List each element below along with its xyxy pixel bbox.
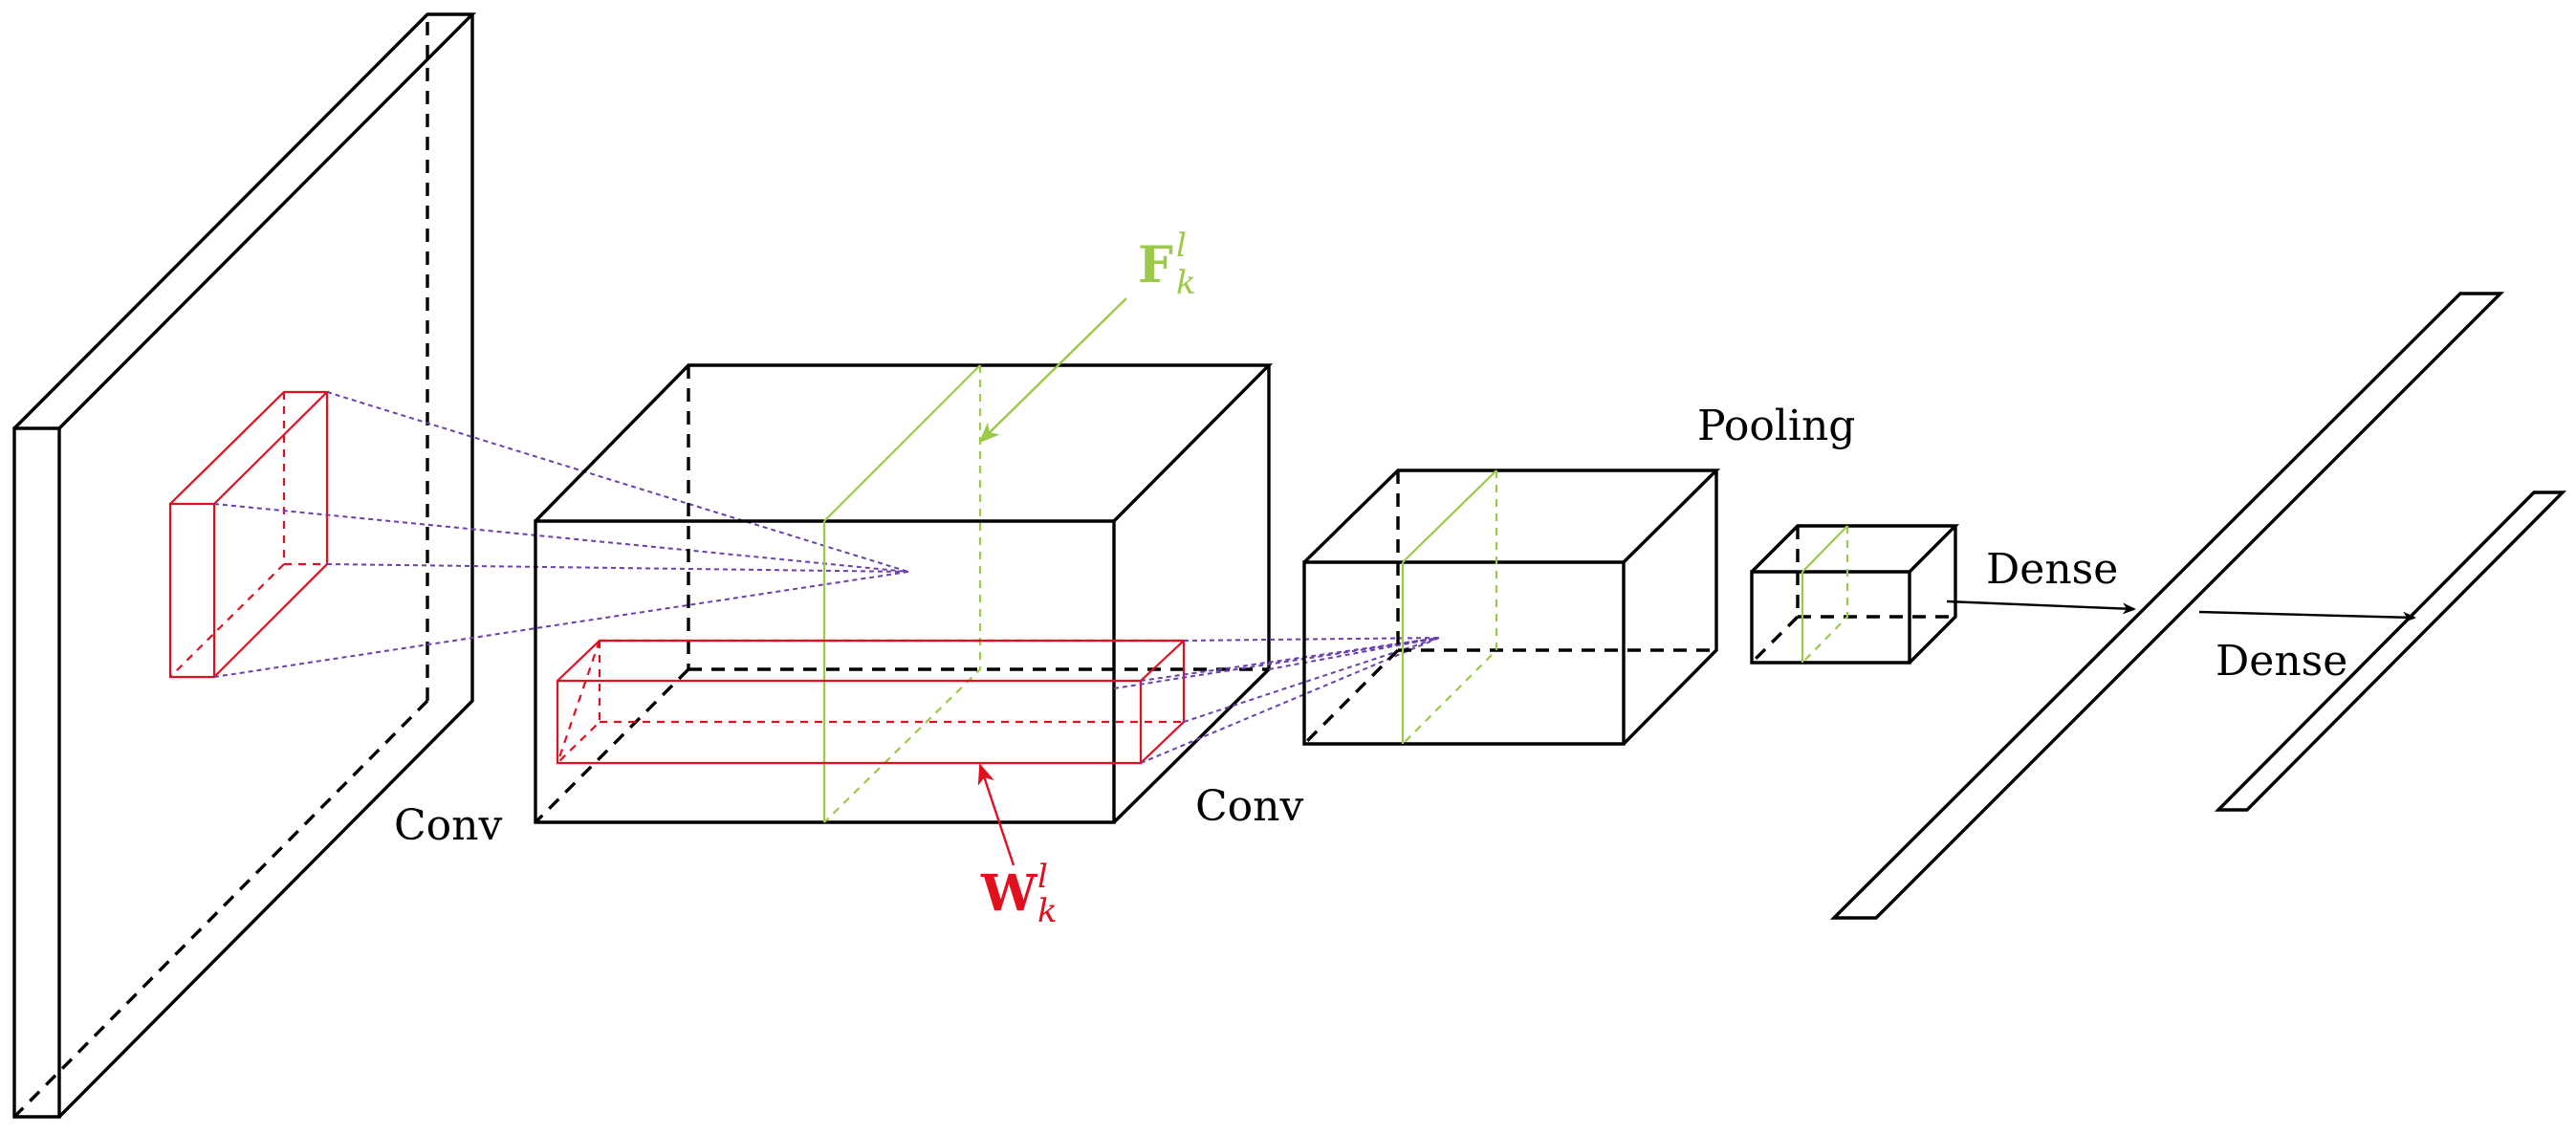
pooling-label: Pooling xyxy=(1697,402,1855,450)
feature-map-arrow xyxy=(978,297,1127,444)
dense-layer-2 xyxy=(2214,491,2567,812)
feature-map-subscript: k xyxy=(1176,264,1196,302)
conv-volume-1 xyxy=(534,363,1274,824)
conv-label-1: Conv xyxy=(394,801,502,850)
dense-label-2: Dense xyxy=(2216,637,2347,686)
feature-map-superscript: l xyxy=(1176,227,1187,265)
receptive-field-lines-2 xyxy=(1113,637,1440,764)
conv-label-2: Conv xyxy=(1195,782,1303,831)
input-kernel xyxy=(168,390,330,679)
feature-map-symbol: F xyxy=(1138,236,1173,294)
weights-label: W l k xyxy=(980,858,1058,930)
weights-arrow xyxy=(977,763,1015,866)
weights-symbol: W xyxy=(980,864,1038,923)
weights-subscript: k xyxy=(1037,892,1058,930)
pooling-volume xyxy=(1750,524,1960,665)
conv-kernel-1 xyxy=(556,639,1187,765)
feature-map-label: F l k xyxy=(1138,227,1196,302)
dense-arrow-1 xyxy=(1946,600,2136,615)
conv-volume-2 xyxy=(1302,469,1721,746)
weights-superscript: l xyxy=(1037,858,1048,896)
input-volume xyxy=(12,12,477,1119)
dense-layer-1 xyxy=(1829,292,2505,920)
dense-label-1: Dense xyxy=(1986,545,2118,594)
dense-arrow-2 xyxy=(2198,610,2416,623)
receptive-field-lines-1 xyxy=(213,391,909,678)
